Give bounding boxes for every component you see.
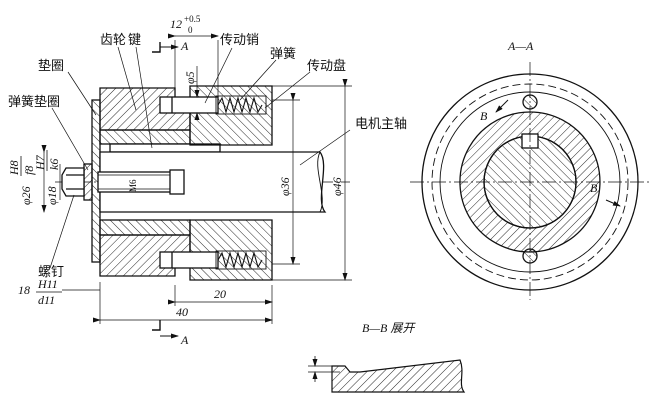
- fit-f8: f8: [22, 166, 36, 175]
- drive-disc-upper: [189, 85, 273, 146]
- drive-pin-upper: [159, 96, 219, 114]
- dim-12: 12: [170, 17, 182, 31]
- leader-lines: [49, 46, 351, 269]
- dim-phi26: φ26: [19, 186, 33, 205]
- fit-h7: H7: [33, 154, 47, 171]
- label-screw: 螺钉: [38, 265, 64, 280]
- dim-12-upper: +0.5: [184, 14, 201, 24]
- dim-12-lower: 0: [188, 25, 193, 35]
- fit-d11: d11: [38, 293, 55, 307]
- fit-h8: H8: [7, 160, 21, 176]
- section-aa-title: A—A: [507, 39, 534, 53]
- label-motor-shaft: 电机主轴: [355, 117, 407, 132]
- gear-hub-lower: [99, 219, 191, 236]
- dim-phi36: φ36: [278, 177, 292, 196]
- fit-k6: k6: [47, 159, 61, 170]
- section-aa-view: [410, 62, 650, 300]
- dimension-lines: [41, 33, 352, 324]
- label-spring: 弹簧: [270, 46, 296, 62]
- dim-phi18: φ18: [45, 186, 59, 205]
- cutting-plane-a: [152, 42, 179, 339]
- motor-shaft: [99, 151, 327, 213]
- dim-phi5: φ5: [183, 71, 197, 84]
- cut-a-bottom: A: [180, 333, 189, 347]
- dim-20: 20: [214, 287, 226, 301]
- dim-phi46: φ46: [330, 177, 344, 196]
- cut-b-right: B: [590, 181, 598, 195]
- spring-upper: [217, 95, 263, 115]
- label-drive-disc: 传动盘: [307, 58, 346, 74]
- label-drive-pin: 传动销: [220, 33, 259, 48]
- main-section-view: [55, 85, 350, 281]
- fit-h11: H11: [37, 277, 58, 291]
- label-washer: 垫圈: [38, 58, 64, 74]
- dim-18: 18: [18, 283, 30, 297]
- label-spring-washer: 弹簧垫圈: [8, 94, 60, 110]
- bb-profile: [331, 359, 466, 393]
- cut-a-top: A: [180, 39, 189, 53]
- dim-m6: M6: [128, 179, 138, 192]
- gear-hub-upper: [99, 129, 191, 145]
- screw-head: [61, 167, 85, 197]
- dim-40: 40: [176, 305, 188, 319]
- label-gear: 齿轮: [100, 33, 126, 48]
- section-bb-view: [308, 356, 466, 393]
- drive-disc-lower: [189, 219, 273, 281]
- label-key: 键: [128, 33, 141, 48]
- section-bb-title: B—B 展开: [362, 321, 416, 335]
- drive-pin-lower: [159, 251, 219, 269]
- spring-lower: [217, 250, 263, 270]
- cut-b-top: B: [480, 109, 488, 123]
